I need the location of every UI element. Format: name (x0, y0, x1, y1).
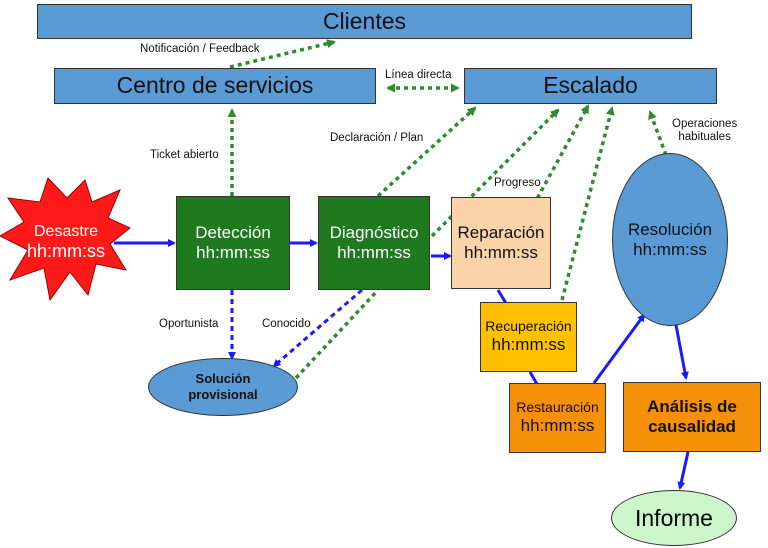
arrow-recuperacion-escalado (560, 106, 615, 301)
recuperacion-label: Recuperación (485, 318, 572, 335)
solucion-provisional-ellipse: Solución provisional (148, 358, 298, 416)
recuperacion-time: hh:mm:ss (491, 335, 566, 355)
escalado-box: Escalado (464, 68, 717, 104)
deteccion-label: Detección (195, 222, 271, 242)
deteccion-box: Detección hh:mm:ss (176, 196, 290, 290)
operaciones-line2: habituales (678, 131, 731, 144)
desastre-burst (0, 177, 131, 302)
informe-ellipse: Informe (611, 490, 737, 546)
reparacion-box: Reparación hh:mm:ss (451, 197, 551, 289)
arrow-diagnostico-escalado (430, 108, 560, 238)
desastre-time: hh:mm:ss (26, 241, 105, 262)
informe-label: Informe (635, 504, 713, 531)
deteccion-time: hh:mm:ss (196, 243, 270, 262)
desastre-label: Desastre (33, 223, 99, 240)
restauracion-time: hh:mm:ss (520, 416, 595, 436)
resolucion-time: hh:mm:ss (633, 239, 707, 259)
clientes-label: Clientes (322, 7, 407, 34)
solucion-line1: Solución (195, 370, 251, 386)
restauracion-box: Restauración hh:mm:ss (509, 383, 606, 453)
operaciones-line1: Operaciones (672, 118, 738, 130)
recuperacion-box: Recuperación hh:mm:ss (480, 302, 577, 372)
ticket-abierto-label: Ticket abierto (150, 149, 219, 161)
notificacion-label: Notificación / Feedback (140, 43, 260, 55)
diagnostico-label: Diagnóstico (329, 222, 419, 242)
diagnostico-time: hh:mm:ss (337, 243, 411, 262)
analisis-line1: Análisis de (647, 396, 737, 416)
conocido-label: Conocido (262, 318, 311, 330)
arrow-resolucion-analisis (674, 324, 689, 380)
desastre-text: Desastre hh:mm:ss (18, 222, 114, 263)
arrow-restauracion-resolucion (592, 313, 646, 384)
reparacion-time: hh:mm:ss (464, 243, 538, 262)
diagnostico-box: Diagnóstico hh:mm:ss (318, 196, 430, 290)
arrow-declaracion (376, 106, 477, 198)
analisis-line2: causalidad (648, 417, 736, 436)
arrow-analisis-informe (677, 451, 690, 490)
resolucion-ellipse: Resolución hh:mm:ss (612, 153, 728, 326)
solucion-line2: provisional (188, 387, 258, 402)
analisis-causalidad-box: Análisis de causalidad (623, 382, 761, 452)
centro-de-servicios-box: Centro de servicios (54, 68, 376, 104)
arrow-diagnostico-solucion (272, 288, 363, 368)
restauracion-label: Restauración (516, 399, 599, 416)
reparacion-label: Reparación (457, 222, 545, 242)
oportunista-label: Oportunista (159, 318, 219, 330)
resolucion-label: Resolución (627, 219, 713, 239)
linea-directa-label: Línea directa (385, 69, 452, 81)
operaciones-label: Operaciones habituales (672, 118, 737, 144)
arrow-notificacion (229, 39, 336, 69)
arrow-operaciones (648, 110, 668, 156)
arrow-progreso (520, 104, 590, 227)
escalado-label: Escalado (543, 72, 638, 99)
arrow-solucion-diagnostico (294, 288, 380, 380)
clientes-box: Clientes (37, 4, 692, 39)
progreso-label: Progreso (494, 177, 541, 189)
declaracion-plan-label: Declaración / Plan (330, 132, 424, 144)
centro-label: Centro de servicios (116, 72, 314, 99)
